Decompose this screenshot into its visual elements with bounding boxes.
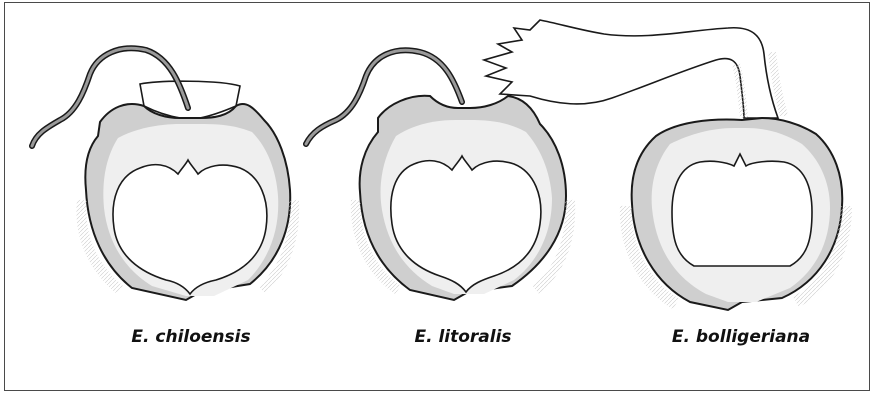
inner-cavity bbox=[672, 154, 812, 266]
caption-e-chiloensis: E. chiloensis bbox=[131, 327, 250, 347]
caption-e-litoralis: E. litoralis bbox=[414, 327, 511, 347]
specimen-chiloensis bbox=[32, 48, 294, 300]
caption-e-bolligeriana: E. bolligeriana bbox=[672, 327, 810, 347]
